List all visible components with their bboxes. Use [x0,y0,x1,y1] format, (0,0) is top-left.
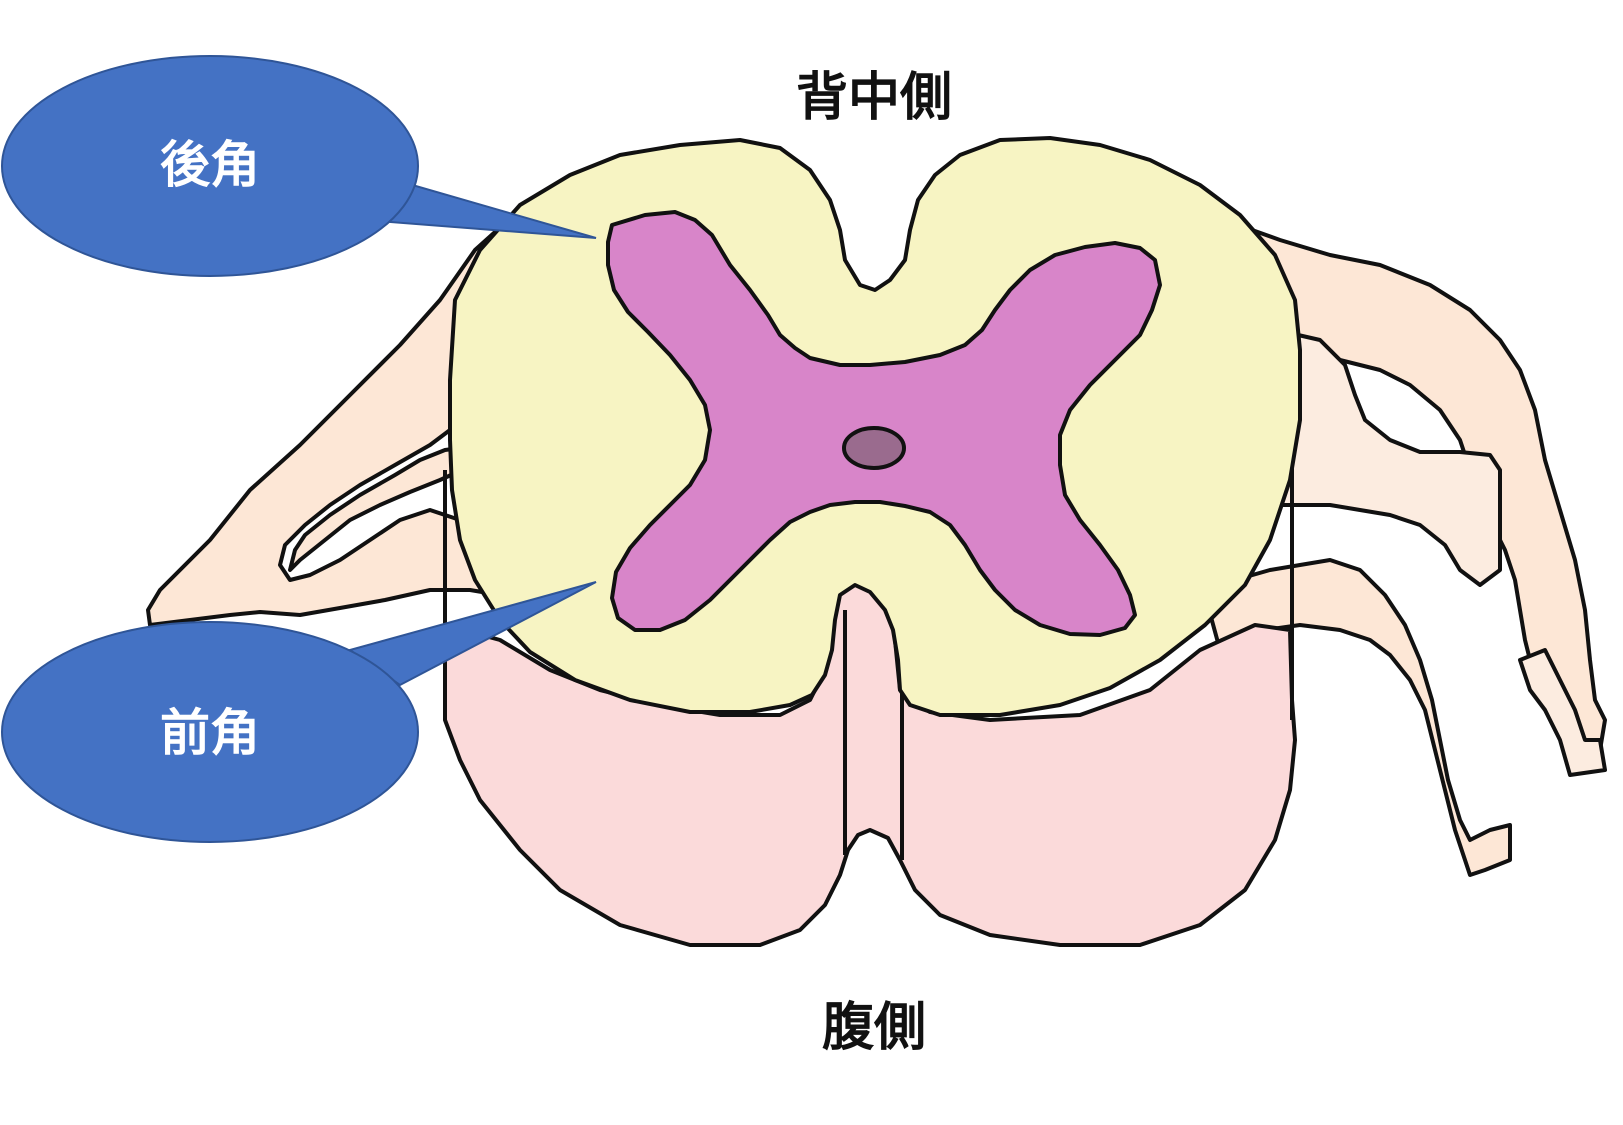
ventral-label: 腹側 [822,998,926,1058]
posterior-horn-callout: 後角 [1,55,597,277]
posterior-horn-label: 後角 [160,136,260,194]
dorsal-label: 背中側 [796,68,952,128]
right-ventral-root-tail [1518,648,1607,777]
right-mid-root [1278,330,1502,587]
left-ventral-root [288,446,464,572]
posterior-horn-bubble [1,55,419,277]
central-canal [842,426,906,470]
gray-matter [606,210,1162,637]
anterior-horn-callout: 前角 [1,581,597,843]
anterior-horn-label: 前角 [160,704,260,762]
anterior-horn-bubble [1,621,419,843]
